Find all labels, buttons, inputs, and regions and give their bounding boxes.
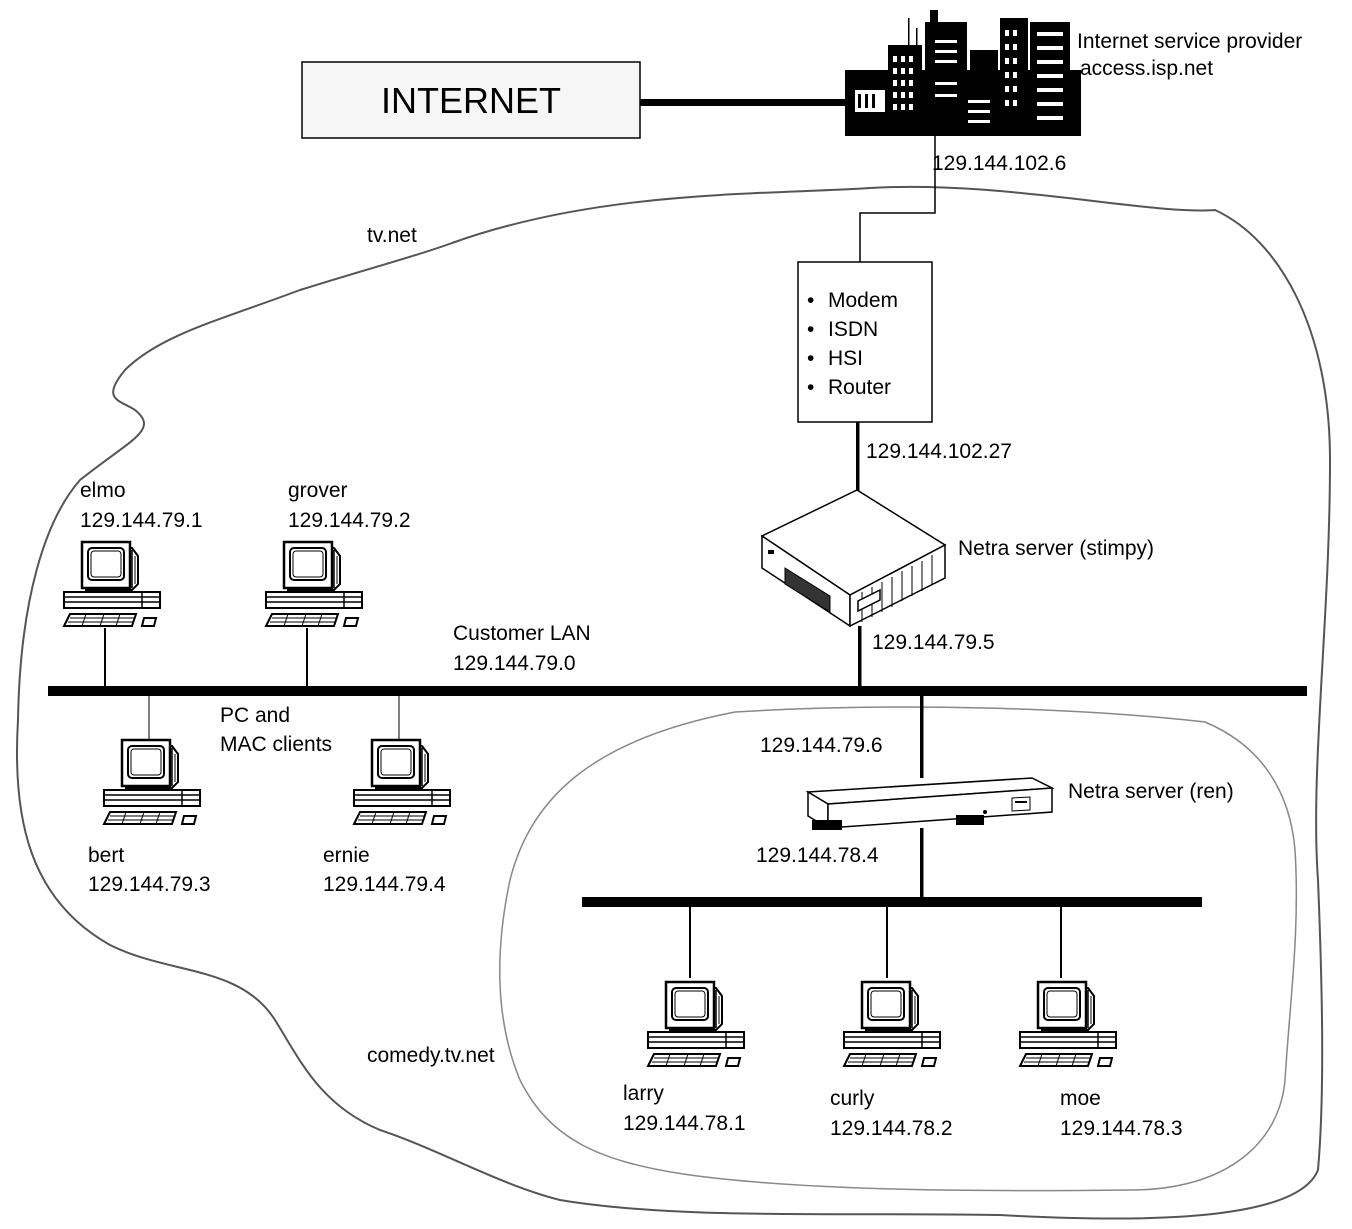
isp-building-icon [845, 10, 1081, 136]
stimpy-lan-link [858, 626, 862, 688]
client-name: larry [623, 1082, 664, 1105]
internet-box [301, 61, 641, 139]
bullet: • [807, 347, 814, 370]
tv-net-boundary [15, 185, 1332, 1220]
customer-lan-ip: 129.144.79.0 [453, 652, 576, 675]
stimpy-ip: 129.144.79.5 [872, 631, 995, 654]
client-name: grover [288, 479, 348, 502]
access-stimpy-link [856, 422, 860, 492]
client-name: moe [1060, 1087, 1101, 1110]
access-device-box [797, 261, 933, 423]
client-ip: 129.144.78.1 [623, 1112, 746, 1135]
client-ip: 129.144.79.3 [88, 873, 211, 896]
client-ip: 129.144.78.3 [1060, 1117, 1183, 1140]
customer-lan-bus [48, 686, 1307, 696]
client-ip: 129.144.79.4 [323, 873, 446, 896]
computer-icon [842, 980, 942, 1068]
tv-net-label: tv.net [367, 224, 417, 247]
computer-icon [102, 738, 202, 826]
customer-lan-label: Customer LAN [453, 622, 591, 645]
clients-note-line1: PC and [220, 704, 290, 727]
internet-isp-link [640, 99, 850, 106]
stimpy-label: Netra server (stimpy) [958, 537, 1154, 560]
client-name: elmo [80, 479, 126, 502]
access-option-modem: Modem [828, 289, 898, 312]
ren-sub-link [920, 828, 924, 898]
comedy-lan-bus [582, 897, 1202, 907]
internet-label: INTERNET [381, 80, 561, 121]
isp-host: access.isp.net [1080, 57, 1213, 80]
client-ip: 129.144.79.2 [288, 509, 411, 532]
comedy-tv-net-boundary [499, 706, 1298, 1192]
clients-note-line2: MAC clients [220, 733, 332, 756]
client-ip: 129.144.79.1 [80, 509, 203, 532]
client-name: curly [830, 1087, 875, 1110]
computer-icon [352, 738, 452, 826]
ren-sub-ip: 129.144.78.4 [756, 844, 879, 867]
netra-server-stimpy-icon [760, 489, 947, 628]
isp-name: Internet service provider [1077, 30, 1302, 53]
bullet: • [807, 318, 814, 341]
bullet: • [807, 289, 814, 312]
bullet: • [807, 376, 814, 399]
isp-ip: 129.144.102.6 [932, 152, 1066, 175]
computer-icon [646, 980, 746, 1068]
netra-server-ren-icon [805, 777, 1055, 830]
comedy-tv-net-label: comedy.tv.net [367, 1044, 495, 1067]
isp-access-link [859, 136, 936, 262]
access-device-ip: 129.144.102.27 [866, 440, 1012, 463]
computer-icon [62, 540, 162, 628]
ren-lan-ip: 129.144.79.6 [760, 734, 883, 757]
client-name: ernie [323, 844, 370, 867]
client-ip: 129.144.78.2 [830, 1117, 953, 1140]
lan-ren-link [920, 696, 924, 778]
client-name: bert [88, 844, 124, 867]
access-option-isdn: ISDN [828, 318, 878, 341]
access-option-hsi: HSI [828, 347, 863, 370]
computer-icon [1018, 980, 1118, 1068]
computer-icon [264, 540, 364, 628]
ren-label: Netra server (ren) [1068, 780, 1234, 803]
access-option-router: Router [828, 376, 891, 399]
